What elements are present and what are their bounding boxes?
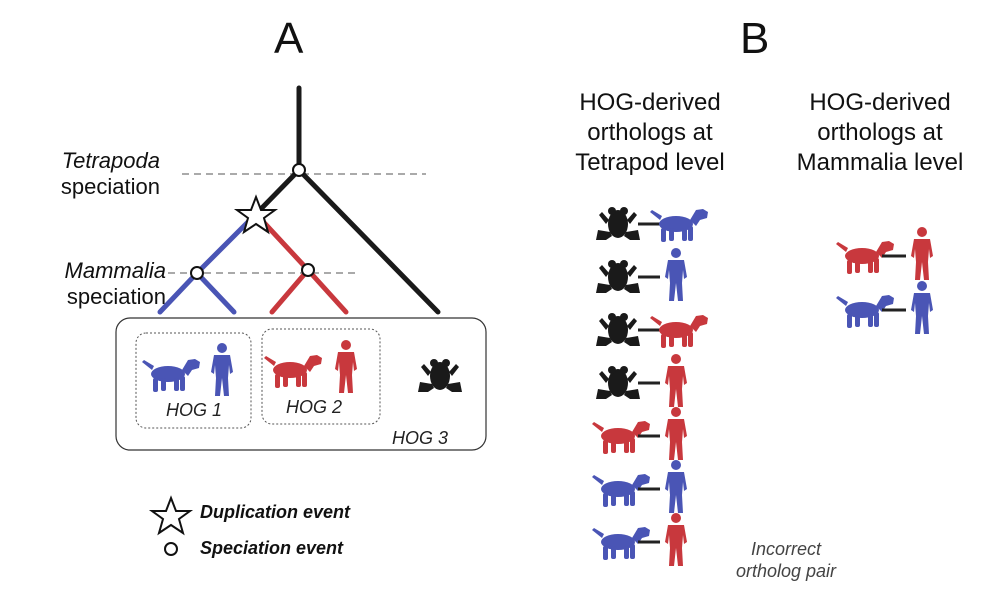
legend-speciation-text: Speciation event [200, 538, 344, 558]
mammalia-speciation-label: Mammalia speciation [0, 258, 166, 310]
incorrect-note-line-1: Incorrect [750, 539, 822, 559]
incorrect-pair-note: Incorrect ortholog pair [706, 538, 866, 582]
tetrapod-pair-5 [592, 407, 687, 460]
blue-dog-branch [157, 270, 200, 315]
tetrapod-pair-2-frog-icon [596, 260, 640, 293]
tetrapod-pair-7 [592, 513, 687, 566]
tetrapoda-speciation-label: Tetrapoda speciation [20, 148, 160, 200]
tetrapod-pair-6 [592, 460, 687, 513]
hog2-label: HOG 2 [286, 397, 343, 417]
mammalia-pairs-group [836, 227, 933, 334]
mammalia-header-line-3: Mammalia level [796, 149, 964, 176]
mammalia-header: HOG-derived orthologs at Mammalia level [772, 88, 988, 178]
mammalia-pair-1 [836, 227, 933, 280]
mammalia-pair-2-human-icon [911, 281, 933, 334]
blue-human-branch [194, 270, 237, 315]
incorrect-note-line-2: ortholog pair [735, 561, 837, 581]
hog2-human-icon [335, 340, 357, 393]
hog1-label: HOG 1 [166, 400, 223, 420]
hog2-box [261, 328, 381, 425]
tetrapod-pair-2-human-icon [665, 248, 687, 301]
tetrapod-pair-1 [596, 207, 708, 242]
duplication-star-icon [233, 194, 279, 235]
panel-b-letter: B [740, 14, 770, 63]
hog3-frog-icon [418, 359, 462, 392]
frog-branch [296, 167, 441, 315]
hog2-dog-icon [264, 355, 322, 388]
tetrapod-pair-6-human-icon [665, 460, 687, 513]
legend-duplication-text: Duplication event [200, 502, 351, 522]
tetrapod-pairs-group [592, 207, 708, 566]
tetrapod-pair-4-human-icon [665, 354, 687, 407]
tetrapoda-label: Tetrapoda [61, 148, 160, 173]
mammalia-header-line-1: HOG-derived [809, 89, 951, 116]
tetrapoda-sub: speciation [60, 174, 160, 199]
mammalia-speciation-node-blue [190, 266, 204, 280]
hog3-box [115, 317, 487, 451]
tetrapod-pair-3 [596, 313, 708, 348]
hog1-box [135, 332, 252, 429]
hog3-label: HOG 3 [392, 428, 449, 448]
red-human-branch [305, 267, 349, 315]
gene-tree [157, 85, 441, 315]
tetrapod-header-line-3: Tetrapod level [575, 149, 725, 176]
panel-a-letter: A [274, 14, 304, 63]
mammalia-header-line-2: orthologs at [817, 119, 943, 146]
hog1-dog-icon [142, 359, 200, 392]
tetrapod-header: HOG-derived orthologs at Tetrapod level [540, 88, 760, 178]
mammalia-speciation-node-red [301, 263, 315, 277]
mammalia-sub: speciation [66, 284, 166, 309]
tetrapod-pair-1-frog-icon [596, 207, 640, 240]
tetrapod-header-line-1: HOG-derived [579, 89, 721, 116]
tetrapod-pair-4-frog-icon [596, 366, 640, 399]
tetrapoda-speciation-node [292, 163, 306, 177]
hog1-human-icon [211, 343, 233, 396]
mammalia-pair-2 [836, 281, 933, 334]
tetrapod-pair-5-human-icon [665, 407, 687, 460]
legend-circle-icon [164, 542, 178, 556]
tetrapod-pair-2 [596, 248, 687, 301]
mammalia-pair-1-human-icon [911, 227, 933, 280]
mammalia-label: Mammalia [64, 258, 166, 283]
mammal-stem-branch [253, 167, 302, 217]
tetrapod-pair-4 [596, 354, 687, 407]
legend-star-icon [148, 495, 194, 536]
tetrapod-pair-7-human-icon [665, 513, 687, 566]
red-dog-branch [269, 267, 311, 315]
tetrapod-header-line-2: orthologs at [587, 119, 713, 146]
tetrapod-pair-3-frog-icon [596, 313, 640, 346]
